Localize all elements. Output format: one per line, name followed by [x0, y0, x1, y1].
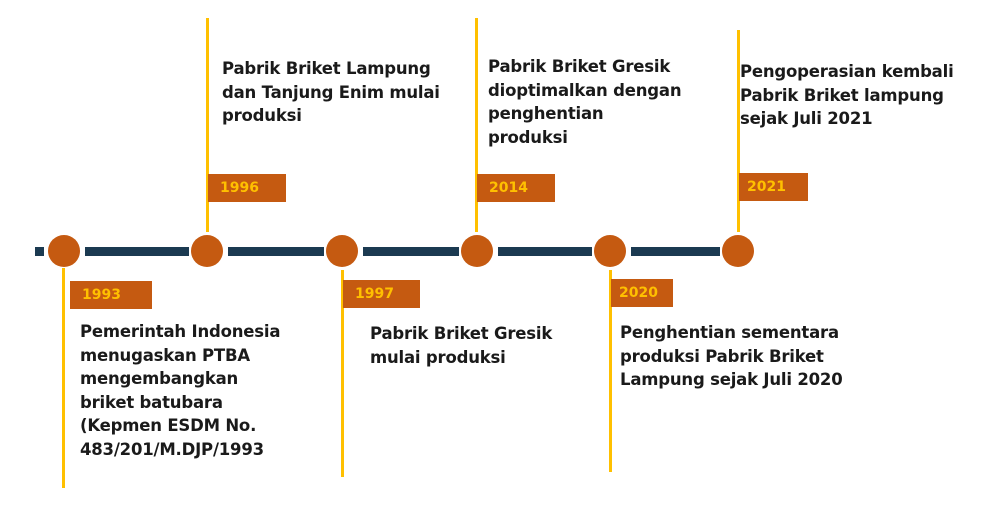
stem-1996	[206, 18, 209, 232]
event-text-2014: Pabrik Briket Gresik dioptimalkan dengan…	[488, 57, 682, 147]
stem-2014	[475, 18, 478, 232]
event-text-2021: Pengoperasian kembali Pabrik Briket lamp…	[740, 62, 954, 128]
timeline-segment	[631, 247, 720, 256]
marker-2021	[722, 235, 754, 267]
year-label-2020: 2020	[611, 279, 673, 307]
marker-2020	[594, 235, 626, 267]
event-text-2020: Penghentian sementara produksi Pabrik Br…	[620, 323, 843, 389]
marker-2014	[461, 235, 493, 267]
stem-2020	[609, 270, 612, 472]
timeline-segment	[228, 247, 324, 256]
timeline-segment	[363, 247, 459, 256]
year-label-1993: 1993	[70, 281, 152, 309]
year-label-2021: 2021	[739, 173, 808, 201]
stem-1993	[62, 268, 65, 488]
event-text-1996: Pabrik Briket Lampung dan Tanjung Enim m…	[222, 59, 440, 125]
marker-1997	[326, 235, 358, 267]
year-label-1997: 1997	[343, 280, 420, 308]
timeline-segment	[85, 247, 189, 256]
timeline-segment	[498, 247, 592, 256]
stem-1997	[341, 270, 344, 477]
stem-2021	[737, 30, 740, 232]
year-label-2014: 2014	[477, 174, 555, 202]
year-label-1996: 1996	[208, 174, 286, 202]
marker-1996	[191, 235, 223, 267]
event-text-1993: Pemerintah Indonesia menugaskan PTBA men…	[80, 322, 281, 459]
event-text-1997: Pabrik Briket Gresik mulai produksi	[370, 324, 553, 367]
timeline-segment	[35, 247, 44, 256]
marker-1993	[48, 235, 80, 267]
